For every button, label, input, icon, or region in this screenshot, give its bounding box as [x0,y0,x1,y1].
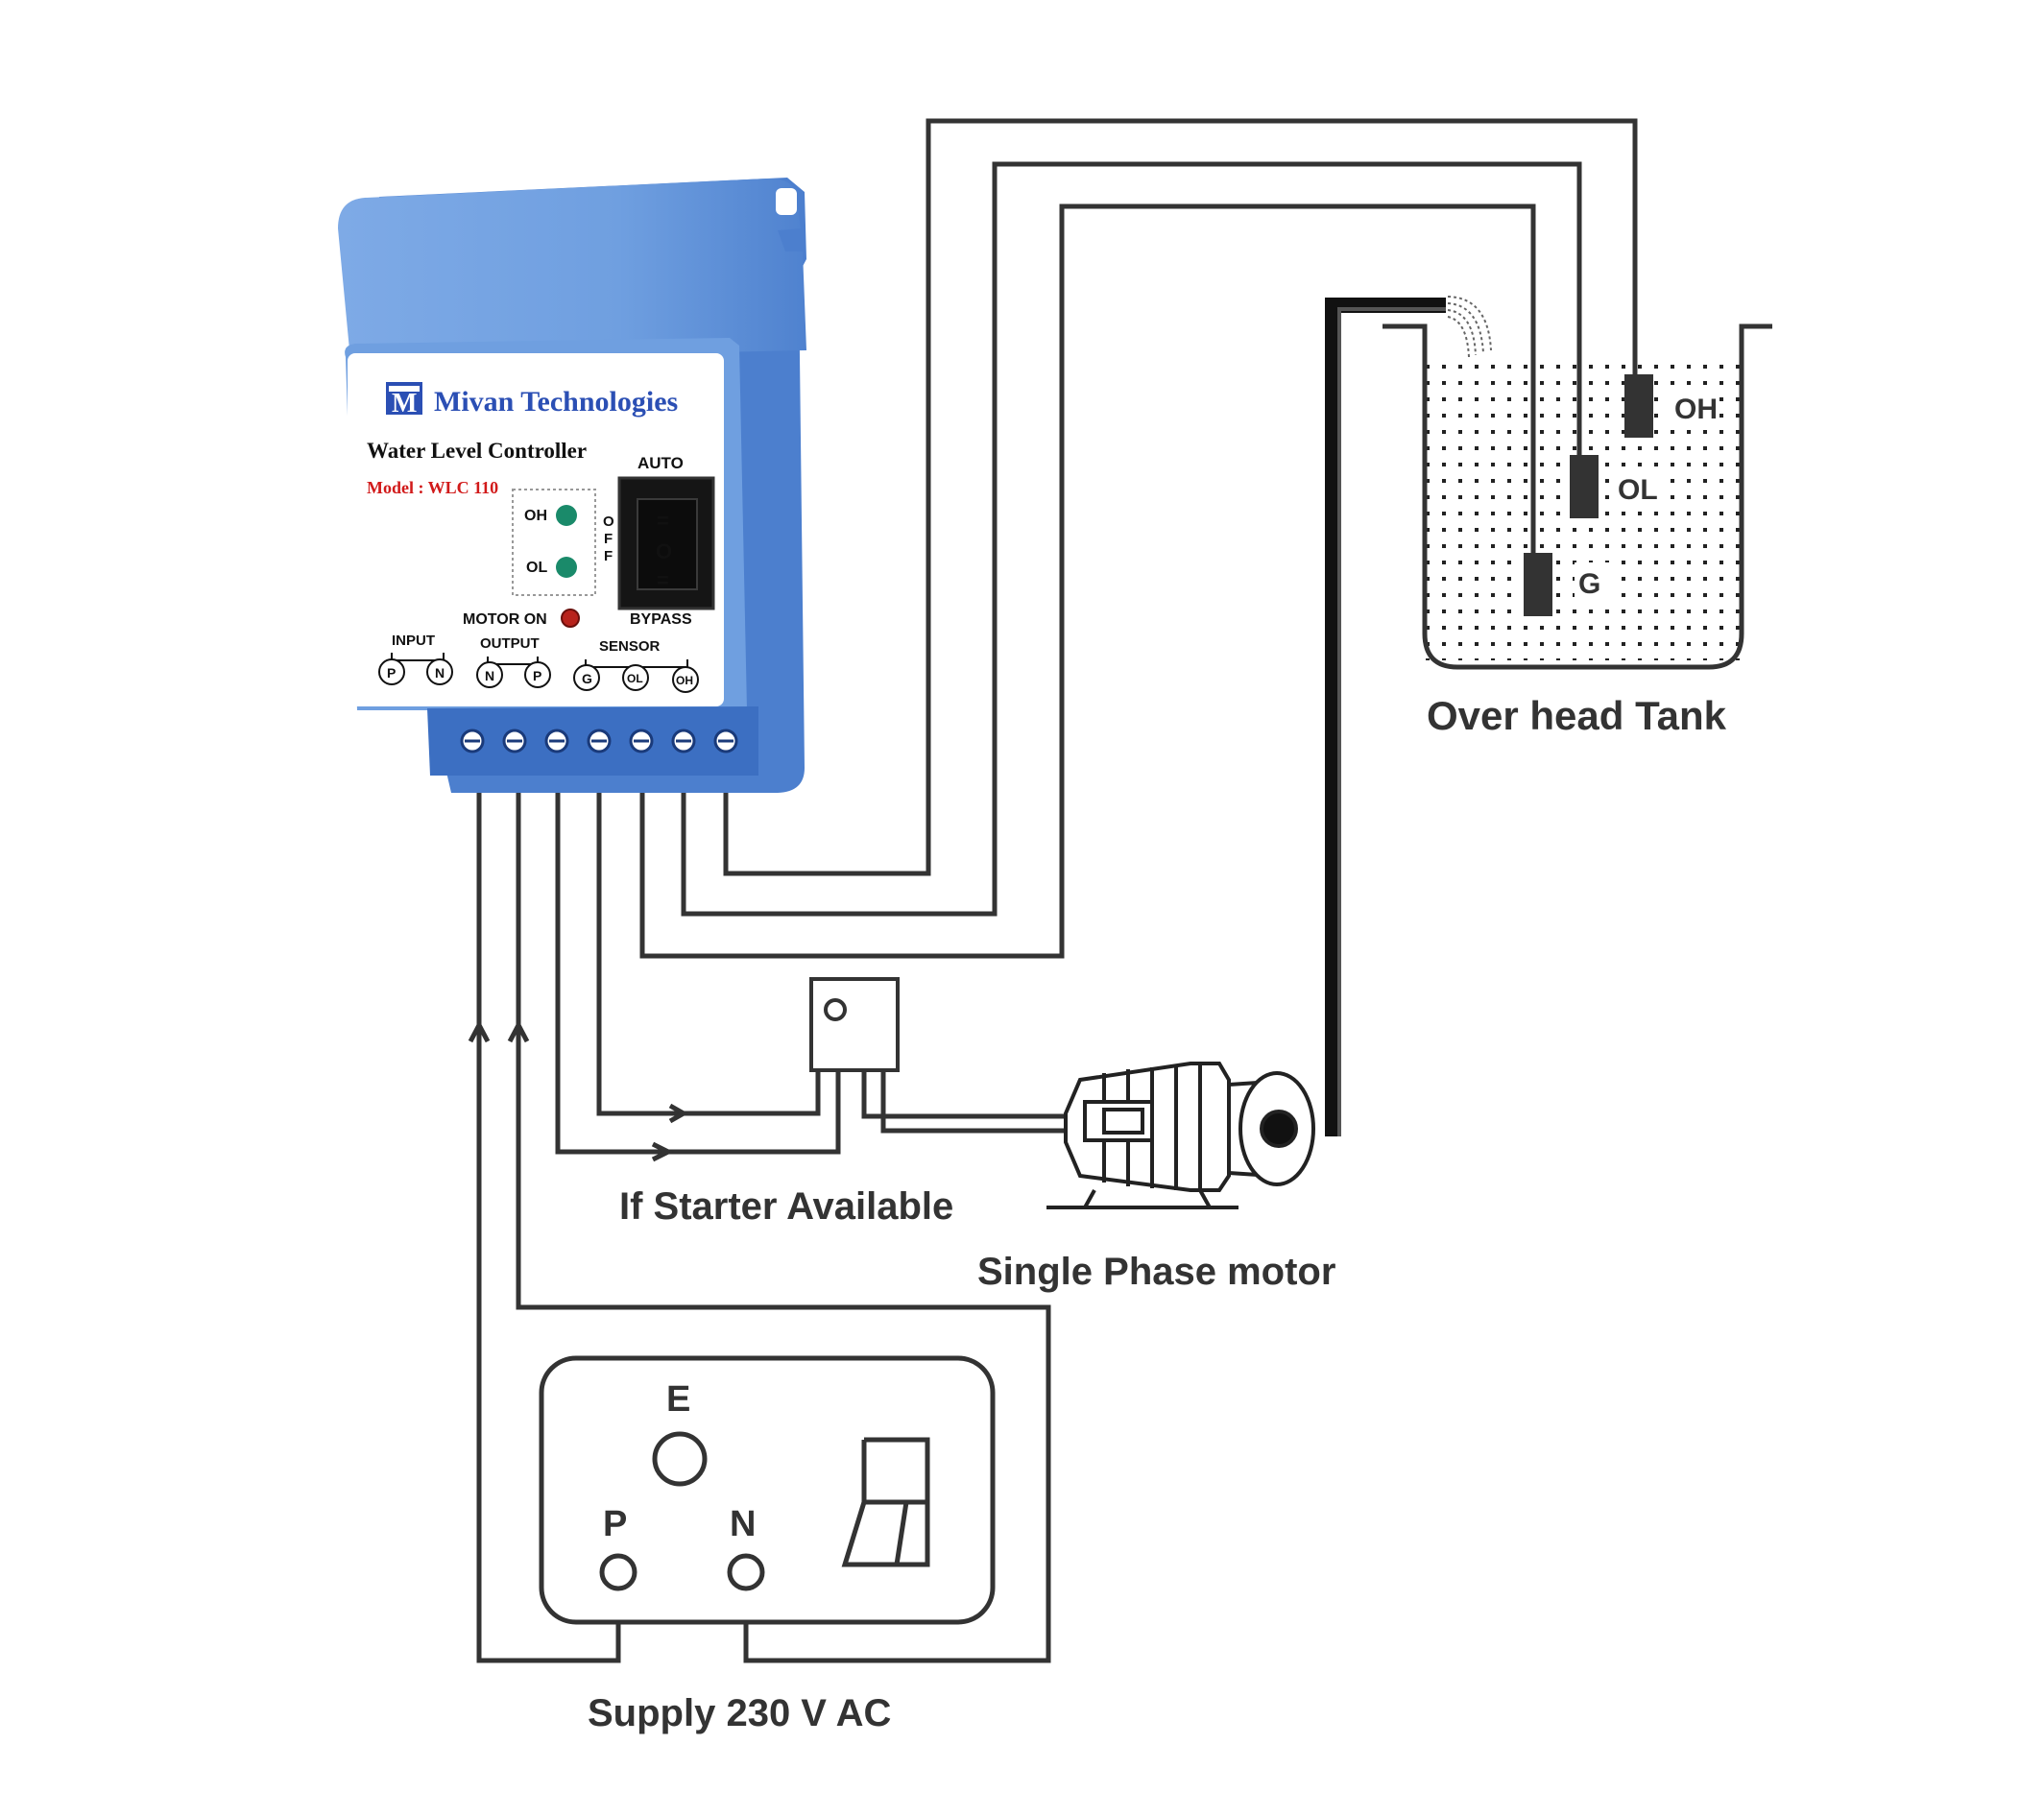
terminal-output-p: P [533,668,541,683]
probe-label-g: G [1578,568,1600,600]
product-name: Water Level Controller [367,439,587,463]
earth-label: E [666,1379,690,1420]
wire-g [639,203,1536,959]
off-label-o: O [603,514,614,530]
oh-led [556,505,577,526]
wire-starter-motor-1 [861,1070,1066,1119]
phase-pin [599,1553,637,1591]
terminal-sensor-g: G [582,671,592,686]
probe-g [1524,553,1552,616]
switch-symbol-bot: = [657,568,669,592]
single-phase-motor: Single Phase motor [977,1062,1335,1293]
supply-socket: E P N Supply 230 V AC [539,1355,996,1734]
starter-title: If Starter Available [619,1185,953,1228]
terminal-sensor-ol: OL [627,672,643,685]
wire-oh [723,118,1638,876]
water-level-controller: M Mivan Technologies Water Level Control… [338,178,806,793]
switch-bypass-label: BYPASS [630,611,692,628]
earth-pin [652,1431,708,1487]
delivery-pipe [1325,296,1492,1136]
motor-on-led [561,609,580,628]
socket-switch-icon [841,1437,930,1567]
motor-title: Single Phase motor [977,1251,1335,1293]
terminal-output-n: N [485,668,494,683]
wire-starter-motor-2 [880,1070,1066,1134]
svg-text:M: M [392,389,417,418]
probe-label-oh: OH [1674,394,1718,425]
ol-led [556,557,577,578]
input-label: INPUT [392,633,435,649]
brand-logo: M [386,382,422,418]
probe-label-ol: OL [1618,474,1658,506]
switch-auto-label: AUTO [637,454,684,472]
switch-symbol-mid: O [656,539,672,563]
wire-input-p [476,777,621,1663]
output-wires [555,777,1066,1162]
probe-ol [1570,455,1599,518]
terminal-input-n: N [435,665,445,681]
terminal-input-p: P [387,665,396,681]
motor-on-label: MOTOR ON [463,611,547,628]
wire-output-n [555,777,841,1155]
phase-label: P [603,1504,627,1544]
wire-input-n [516,777,1051,1663]
output-label: OUTPUT [480,635,540,652]
neutral-label: N [730,1504,756,1544]
off-label-f1: F [604,531,613,547]
wire-ol [681,161,1582,917]
probe-oh [1624,374,1653,438]
starter-indicator [824,998,847,1021]
terminal-labels [378,658,699,693]
starter: If Starter Available [619,977,953,1228]
sensor-label: SENSOR [599,638,661,655]
sensor-wires [639,118,1638,959]
switch-symbol-top: = [657,509,669,533]
front-label [348,353,724,706]
supply-title: Supply 230 V AC [588,1692,891,1734]
brand-name: Mivan Technologies [434,386,678,418]
indicator-panel [512,489,596,596]
overhead-tank: OH OL G Over head Tank [1383,323,1772,738]
neutral-pin [727,1553,765,1591]
off-label-f2: F [604,548,613,564]
tank-title: Over head Tank [1427,693,1727,738]
indicator-ol-label: OL [526,560,547,576]
wire-output-p [596,777,821,1116]
indicator-oh-label: OH [524,508,547,524]
input-wires [468,777,1051,1663]
terminal-sensor-oh: OH [676,674,693,687]
model-number: Model : WLC 110 [367,478,498,497]
